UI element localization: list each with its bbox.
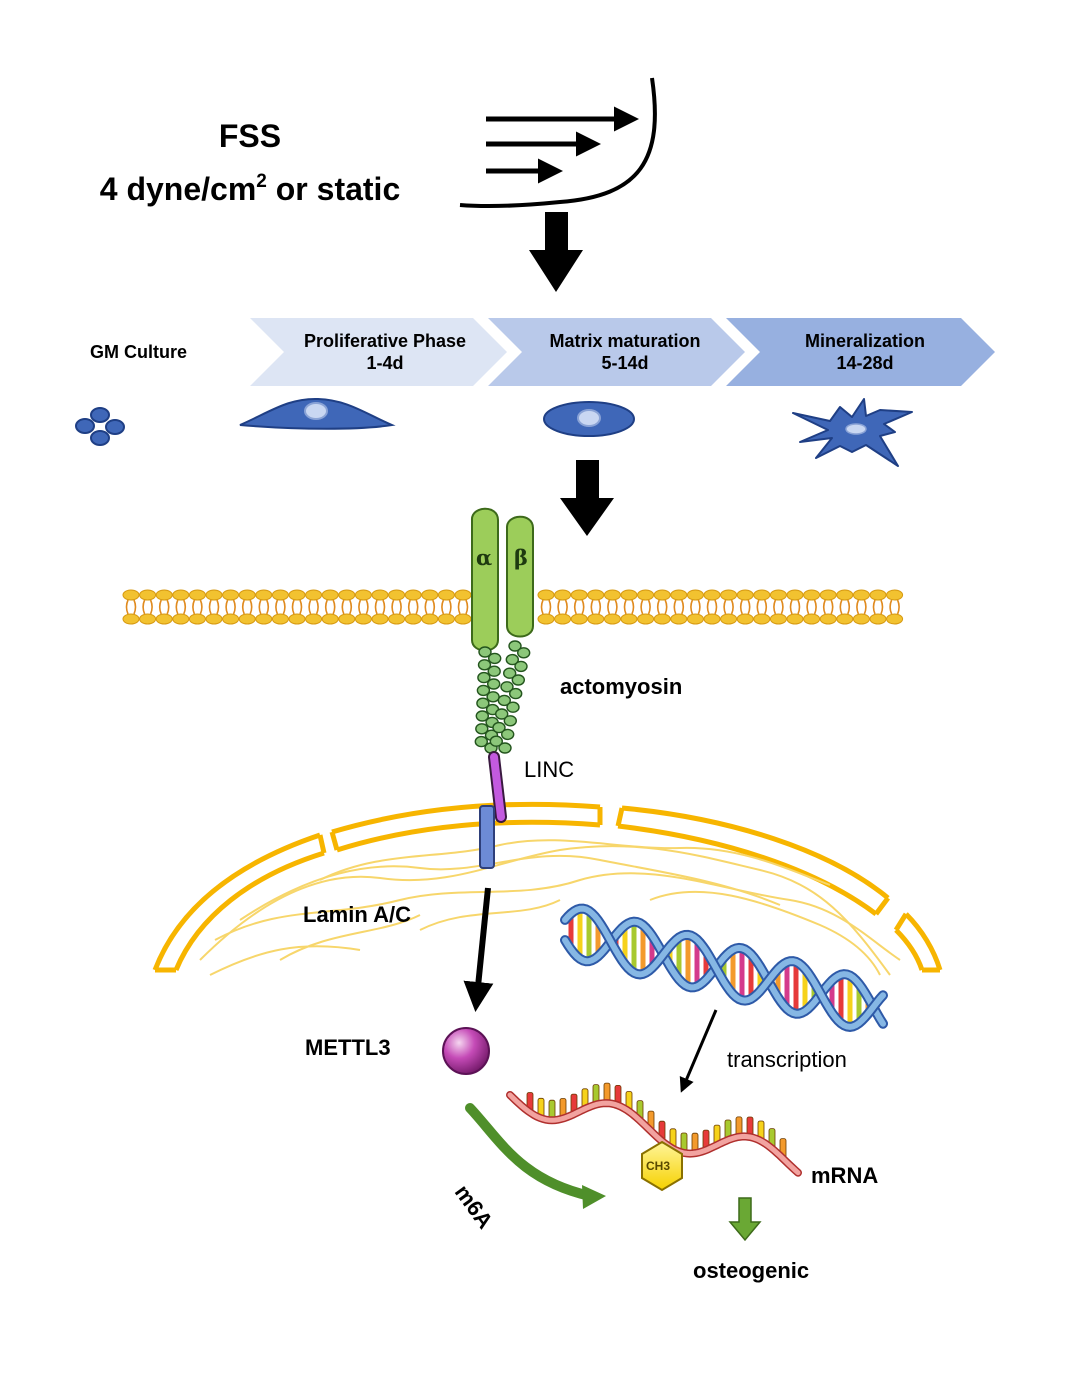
down-arrow-icon [529, 212, 583, 292]
mrna-strand-icon [506, 1082, 802, 1177]
transcription-label: transcription [727, 1047, 847, 1072]
mettl3-icon [442, 1027, 490, 1075]
transcription-arrow [679, 1009, 718, 1093]
fss-condition-sup: 2 [256, 171, 267, 192]
phase-matrix: Matrix maturation 5-14d [510, 330, 740, 374]
actomyosin-label: actomyosin [560, 674, 683, 699]
integrin-beta-label: β [514, 545, 528, 570]
mrna-label: mRNA [811, 1163, 879, 1188]
fss-condition-suffix: or static [266, 171, 401, 207]
phase-proliferative: Proliferative Phase 1-4d [270, 330, 500, 374]
lamin-label: Lamin A/C [303, 902, 411, 927]
linc-sun [479, 805, 495, 869]
m6a-arrow-icon [465, 1103, 606, 1209]
integrin-icon [470, 507, 534, 652]
linc-nesprin [490, 753, 505, 821]
actin-filament-icon [474, 640, 531, 754]
phase-chevron [488, 318, 745, 386]
phase-days: 5-14d [601, 353, 649, 373]
osteogenic-label: osteogenic [693, 1258, 810, 1283]
arrow-lamin-to-mettl3 [463, 887, 494, 1012]
nuclear-envelope [152, 801, 943, 973]
osteocyte-icon [792, 398, 913, 467]
phase-name: Proliferative Phase [303, 331, 467, 351]
down-arrow-icon [560, 460, 614, 536]
phase-name: Matrix maturation [549, 331, 701, 351]
phase-chevron [250, 318, 507, 386]
stem-cells-icon [75, 407, 125, 446]
flow-profile-icon [459, 77, 657, 208]
linc-label: LINC [524, 757, 575, 782]
cell-membrane [122, 589, 904, 625]
phase-days: 14-28d [836, 353, 894, 373]
fss-title: FSS [218, 118, 282, 154]
phase-timeline [250, 318, 995, 386]
ch3-label: CH3 [646, 1159, 671, 1173]
phase-mineralization: Mineralization 14-28d [750, 330, 980, 374]
lamin-fibers [199, 839, 901, 976]
methyl-group-icon [641, 1140, 683, 1192]
dna-helix-icon [560, 903, 888, 1032]
phase-name: Mineralization [804, 331, 925, 351]
gm-culture-label: GM Culture [90, 342, 187, 362]
round-cell-icon [543, 401, 635, 437]
fss-condition: 4 dyne/cm2 or static [0, 162, 500, 209]
fss-condition-prefix: 4 dyne/cm [99, 171, 257, 207]
phase-chevron [726, 318, 995, 386]
phase-days: 1-4d [366, 353, 404, 373]
spindle-cell-icon [239, 397, 396, 430]
osteogenic-arrow-icon [728, 1197, 762, 1242]
integrin-alpha-label: α [476, 545, 493, 570]
mettl3-label: METTL3 [305, 1035, 391, 1060]
